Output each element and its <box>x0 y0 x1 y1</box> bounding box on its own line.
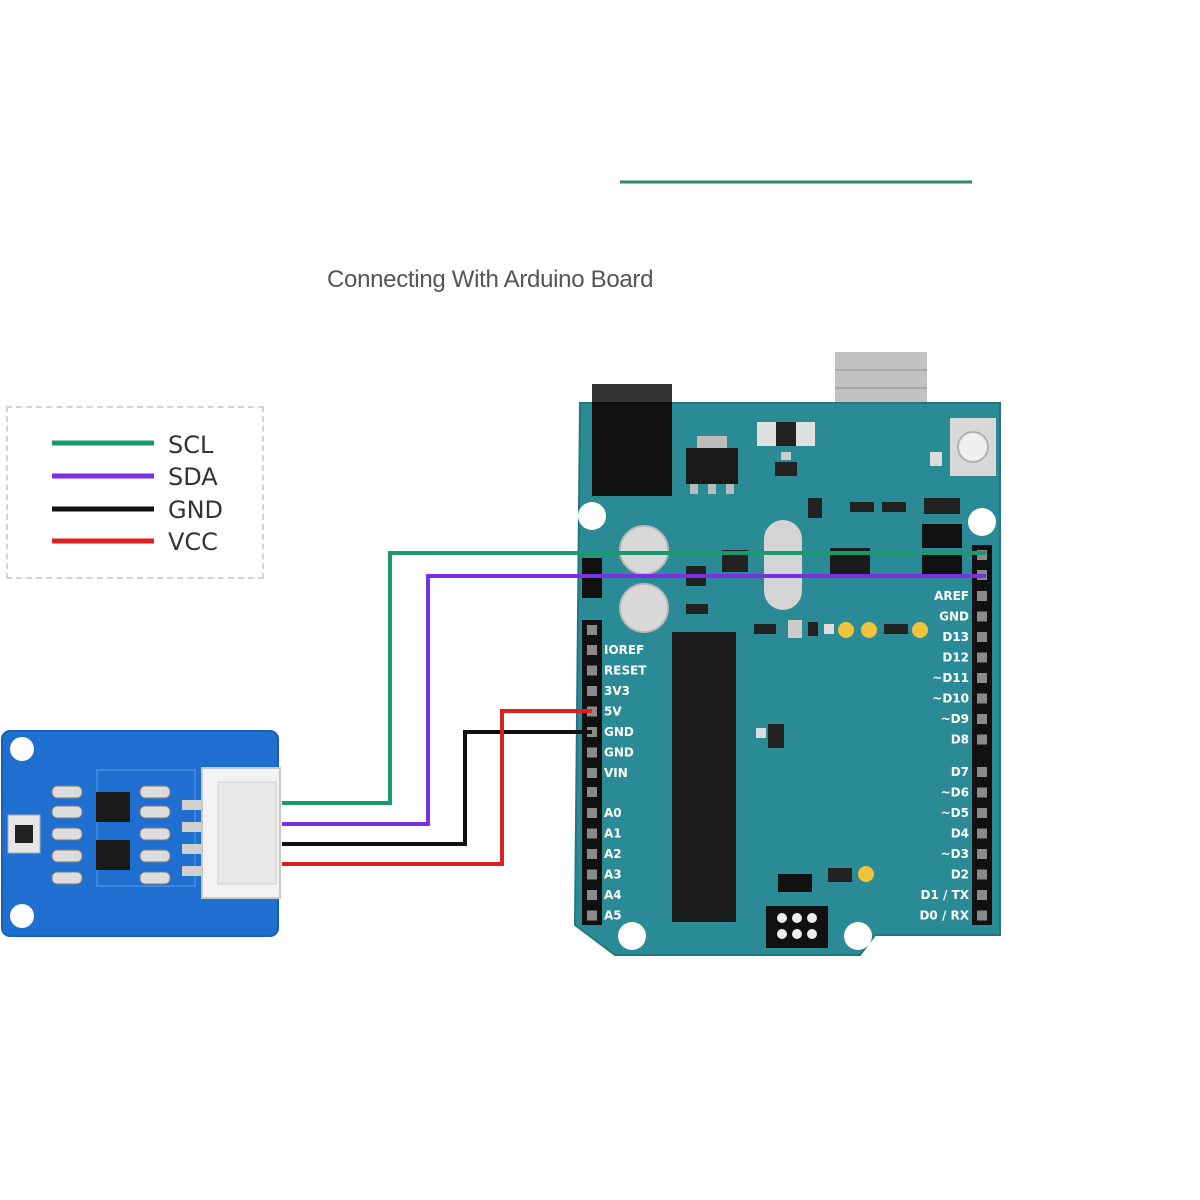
pin-label: D12 <box>942 651 969 665</box>
legend-label-sda: SDA <box>168 463 218 491</box>
pin-label: D2 <box>951 868 969 882</box>
sensor-module <box>1 730 281 937</box>
icsp-header-bottom <box>766 906 828 948</box>
pin-label: GND <box>604 725 634 739</box>
pin-label: D7 <box>951 765 969 779</box>
header-pin <box>977 611 987 622</box>
sensor-ic <box>96 840 130 870</box>
header-pin <box>977 652 987 663</box>
pin-label: AREF <box>934 589 969 603</box>
header-pin <box>977 787 987 798</box>
header-pin <box>977 910 987 921</box>
mounting-hole <box>618 922 646 950</box>
mounting-hole <box>968 508 996 536</box>
wire-vcc <box>282 709 592 866</box>
header-pin <box>977 693 987 704</box>
header-pin <box>587 645 597 655</box>
wire-scl <box>282 551 986 805</box>
pin-label: D8 <box>951 733 969 747</box>
header-pin <box>977 673 987 683</box>
header-pin <box>977 767 987 777</box>
icsp-header-top <box>922 524 962 548</box>
pin-label: ~D5 <box>941 806 969 820</box>
pin-label: ~D6 <box>941 786 969 800</box>
legend-label-gnd: GND <box>168 496 224 524</box>
pin-label: D0 / RX <box>919 909 969 923</box>
capacitor <box>619 583 669 633</box>
header-pin <box>587 910 597 921</box>
header-pin <box>977 869 987 880</box>
header-pin <box>977 714 987 724</box>
wire-legend <box>6 406 264 579</box>
header-pin <box>587 665 597 676</box>
header-pin <box>587 625 597 635</box>
header-pin <box>587 747 597 758</box>
pin-label: RESET <box>604 664 647 678</box>
pin-label: ~D9 <box>941 712 969 726</box>
header-pin <box>977 828 987 839</box>
pin-label: VIN <box>604 766 628 780</box>
header-pin <box>977 890 987 900</box>
header-pin <box>587 828 597 839</box>
pin-label: ~D3 <box>941 847 969 861</box>
header-pin <box>977 808 987 818</box>
header-pin <box>587 849 597 859</box>
pin-label: ~D11 <box>932 671 969 685</box>
sensor-ic <box>96 792 130 822</box>
diagram-title: Connecting With Arduino Board <box>327 266 654 293</box>
capacitor <box>619 525 669 575</box>
pin-label: A4 <box>604 888 622 902</box>
pin-label: A3 <box>604 868 622 882</box>
pin-label: 5V <box>604 705 622 719</box>
pin-label: A2 <box>604 847 622 861</box>
pin-label: A5 <box>604 909 622 923</box>
pin-label: GND <box>604 746 634 760</box>
crystal-oscillator <box>764 520 802 610</box>
pin-label: D1 / TX <box>921 888 970 902</box>
mounting-hole <box>844 922 872 950</box>
wire-sda <box>282 574 986 826</box>
header-pin <box>977 632 987 642</box>
dc-power-jack <box>592 384 672 496</box>
atmega-microcontroller <box>672 632 736 922</box>
header-pin <box>587 686 597 696</box>
led <box>912 622 928 638</box>
header-pin <box>587 787 597 797</box>
header-pin <box>977 734 987 745</box>
legend-label-scl: SCL <box>168 431 214 459</box>
header-pin <box>977 591 987 601</box>
pin-label: ~D10 <box>932 692 969 706</box>
pin-label: 3V3 <box>604 684 630 698</box>
voltage-regulator <box>686 448 738 484</box>
mounting-hole <box>10 737 34 761</box>
wires <box>282 551 986 866</box>
pin-label: A0 <box>604 806 622 820</box>
header-pin <box>587 890 597 900</box>
header-pin <box>587 808 597 818</box>
header-pin <box>587 768 597 778</box>
led <box>838 622 854 638</box>
pin-label: D13 <box>942 630 969 644</box>
pin-label: A1 <box>604 827 622 841</box>
mounting-hole <box>578 502 606 530</box>
led <box>861 622 877 638</box>
legend-label-vcc: VCC <box>168 528 218 556</box>
header-pin <box>587 869 597 880</box>
wire-gnd <box>282 730 592 846</box>
legend-swatches <box>52 440 154 544</box>
pin-label: GND <box>939 610 969 624</box>
mounting-hole <box>10 904 34 928</box>
header-pin <box>977 849 987 859</box>
pin-label: IOREF <box>604 643 644 657</box>
pin-label: D4 <box>951 827 969 841</box>
led <box>858 866 874 882</box>
